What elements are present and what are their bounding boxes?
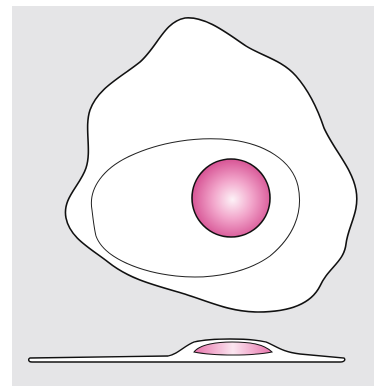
nucleus-top-view (192, 159, 270, 237)
cell-side-view-outline (29, 339, 345, 362)
